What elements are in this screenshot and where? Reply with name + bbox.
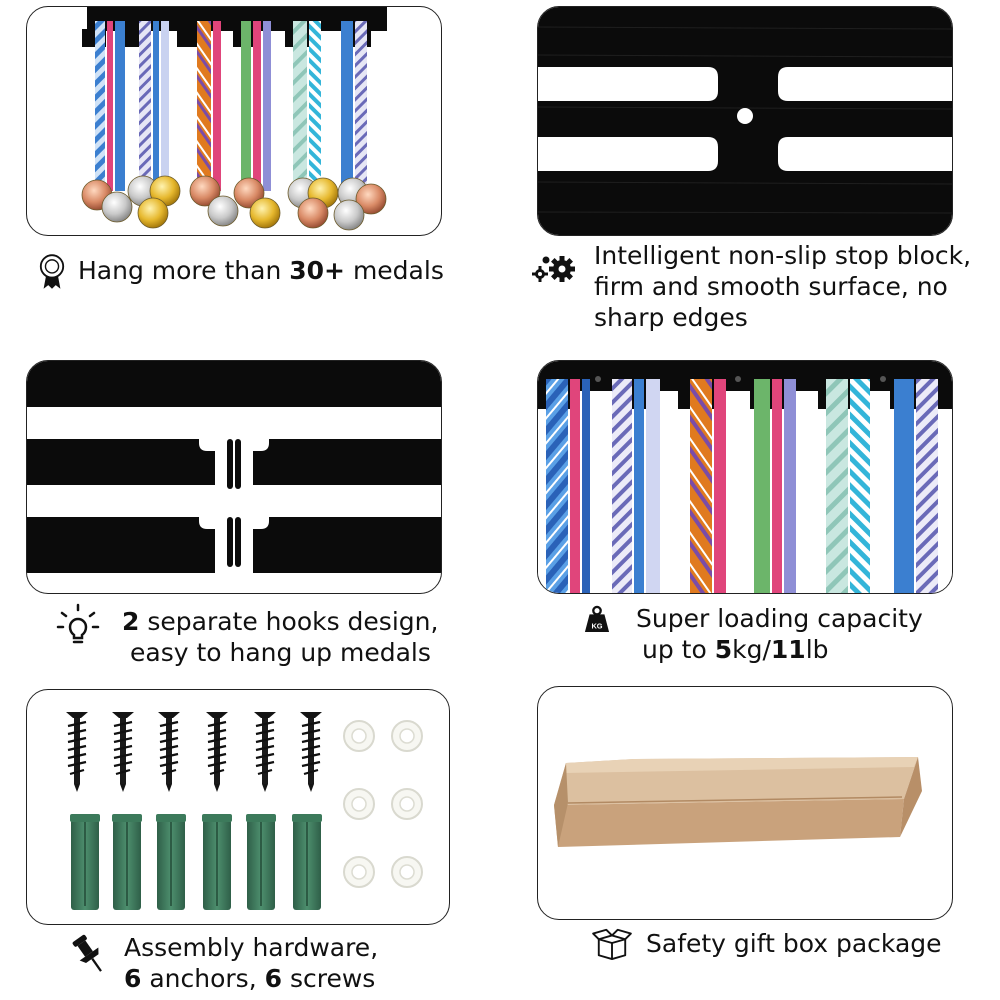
hooks-design-panel bbox=[26, 360, 442, 594]
feature-caption-hardware: Assembly hardware, 6 anchors, 6 screws bbox=[124, 932, 484, 994]
caption-line: up to 5kg/11lb bbox=[642, 635, 829, 664]
ribbons-closeup-photo bbox=[538, 361, 952, 593]
caption-line: firm and smooth surface, no bbox=[594, 272, 948, 301]
pushpin-icon bbox=[72, 934, 102, 972]
caption-line: 6 anchors, 6 screws bbox=[124, 964, 376, 993]
caption-line: Super loading capacity bbox=[636, 604, 923, 633]
caption-line: Hang more than 30+ medals bbox=[78, 256, 444, 285]
hooks-design-illustration bbox=[27, 361, 441, 593]
medal-rack-photo-panel bbox=[26, 6, 442, 236]
screws bbox=[64, 710, 324, 794]
rack-board-closeup-photo bbox=[538, 7, 952, 235]
open-box-icon bbox=[592, 928, 632, 960]
gift-box-photo bbox=[554, 757, 922, 847]
assembly-hardware-panel bbox=[26, 689, 450, 925]
caption-line: Intelligent non-slip stop block, bbox=[594, 241, 972, 270]
lightbulb-icon bbox=[56, 603, 100, 644]
gears-icon bbox=[532, 256, 575, 282]
caption-line: Assembly hardware, bbox=[124, 933, 379, 962]
washers bbox=[343, 720, 423, 888]
rack-board-closeup-panel bbox=[537, 6, 953, 236]
feature-caption-hooks: 2 separate hooks design, easy to hang up… bbox=[122, 606, 502, 668]
weight-kg-icon: KG bbox=[584, 605, 610, 632]
medal-ribbon-icon bbox=[39, 254, 65, 289]
gift-box-panel bbox=[537, 686, 953, 920]
feature-caption-stop-block: Intelligent non-slip stop block, firm an… bbox=[594, 240, 994, 333]
caption-line: Safety gift box package bbox=[646, 929, 942, 958]
feature-caption-gift-box: Safety gift box package bbox=[646, 928, 976, 959]
assembly-hardware-photo bbox=[64, 710, 423, 911]
anchors bbox=[69, 813, 323, 911]
feature-caption-medals: Hang more than 30+ medals bbox=[78, 255, 458, 286]
ribbons-closeup-panel bbox=[537, 360, 953, 594]
caption-line: 2 separate hooks design, bbox=[122, 607, 439, 636]
caption-line: easy to hang up medals bbox=[130, 638, 431, 667]
feature-caption-capacity: Super loading capacity up to 5kg/11lb bbox=[636, 603, 976, 665]
svg-text:KG: KG bbox=[591, 621, 602, 630]
medal-rack-photo bbox=[81, 7, 387, 231]
caption-line: sharp edges bbox=[594, 303, 748, 332]
